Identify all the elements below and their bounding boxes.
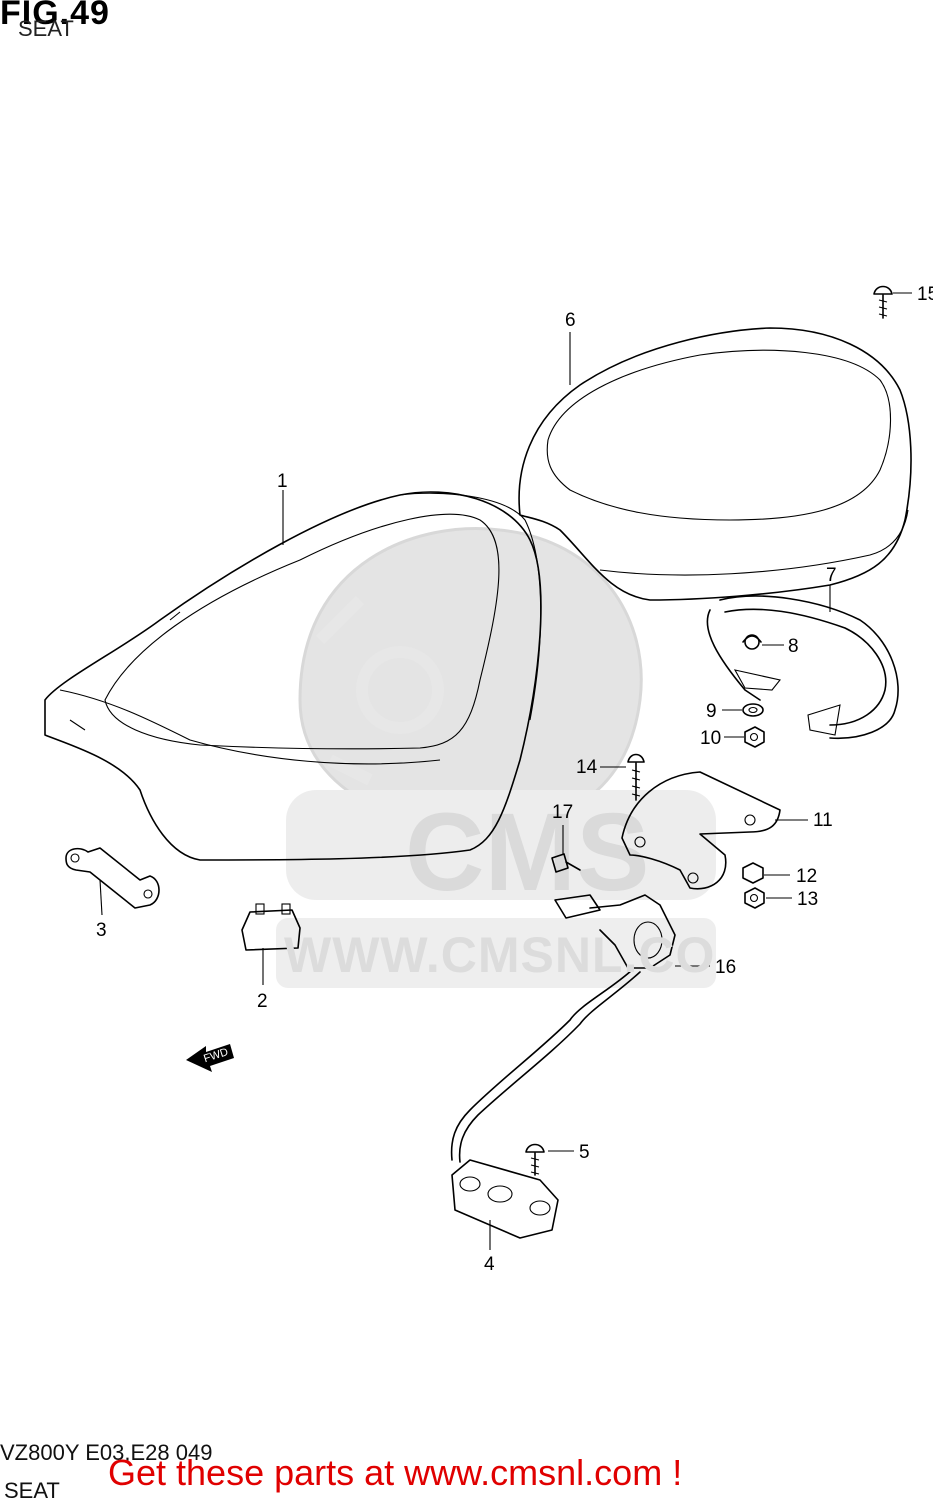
callout-11: 11 xyxy=(813,810,833,831)
model-code: VZ800Y E03,E28 049 xyxy=(0,1440,213,1465)
strap-part xyxy=(706,595,899,740)
bolt-14 xyxy=(627,753,645,801)
seat-lock-part xyxy=(450,894,676,1163)
bolt-15 xyxy=(873,285,893,319)
callout-10: 10 xyxy=(700,728,721,749)
callout-7: 7 xyxy=(826,565,837,586)
callout-14: 14 xyxy=(576,757,598,778)
callout-8: 8 xyxy=(788,636,799,657)
callout-13: 13 xyxy=(797,889,818,910)
callout-16: 16 xyxy=(715,957,736,978)
hardware-8-9-10 xyxy=(742,634,765,748)
screw-5 xyxy=(525,1143,545,1176)
callout-labels: 1 2 3 4 5 6 7 8 9 10 11 12 13 14 15 16 1… xyxy=(96,284,933,1275)
figure-subtitle: SEAT xyxy=(18,16,74,41)
parts-link-banner[interactable]: Get these parts at www.cmsnl.com ! xyxy=(108,1452,683,1493)
rear-seat-part xyxy=(518,327,912,601)
nuts-12-13 xyxy=(742,862,765,909)
footer-subtitle: SEAT xyxy=(4,1478,60,1503)
callout-9: 9 xyxy=(706,701,717,722)
leader-lines xyxy=(99,292,912,1250)
latch-plate-part xyxy=(451,1159,559,1239)
screw-17 xyxy=(551,853,581,873)
cms-watermark-logo: CMS xyxy=(276,527,716,988)
callout-1: 1 xyxy=(277,471,288,492)
callout-15: 15 xyxy=(917,284,933,305)
callout-2: 2 xyxy=(257,991,268,1012)
watermark-url: WWW.CMSNL.CO xyxy=(284,927,716,983)
front-seat-part xyxy=(44,491,542,861)
callout-5: 5 xyxy=(579,1142,590,1163)
callout-6: 6 xyxy=(565,310,576,331)
callout-12: 12 xyxy=(796,866,817,887)
callout-17: 17 xyxy=(552,802,573,823)
callout-3: 3 xyxy=(96,920,107,941)
callout-4: 4 xyxy=(484,1254,495,1275)
damper-part xyxy=(241,903,301,951)
forward-direction-arrow: FWD xyxy=(186,1044,234,1072)
bracket-part xyxy=(621,771,781,890)
figure-label: FIG.49 xyxy=(0,0,110,32)
front-bracket-part xyxy=(65,847,160,909)
